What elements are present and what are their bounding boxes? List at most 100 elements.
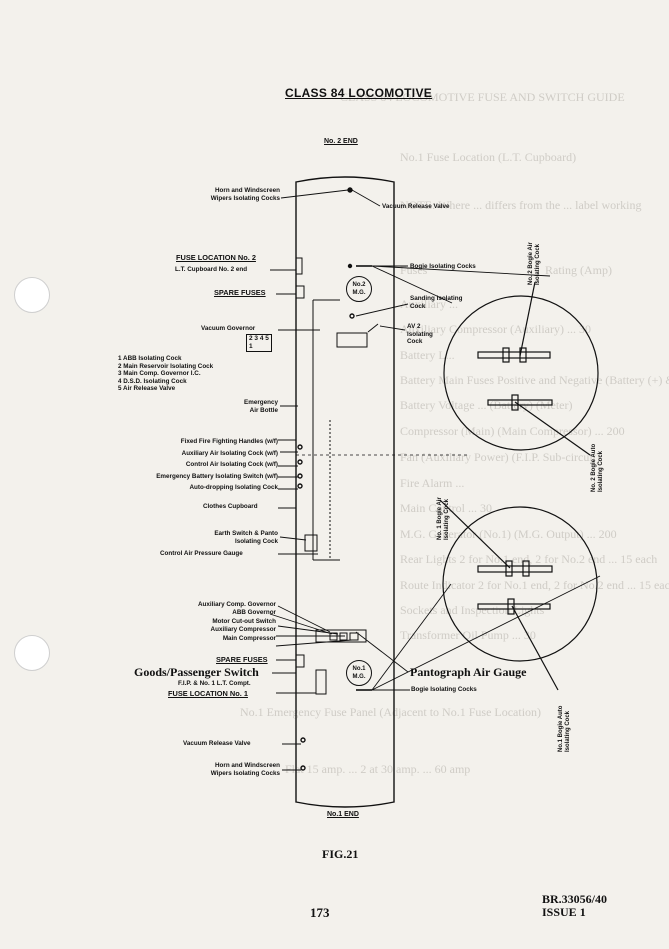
label-line: Isolating Cock bbox=[444, 498, 450, 540]
ghost-line: Rear Lights 2 for No.1 end, 2 for No.2 e… bbox=[400, 552, 658, 566]
document-reference: BR.33056/40 ISSUE 1 bbox=[542, 893, 607, 919]
label-line: Isolating bbox=[407, 330, 433, 338]
spare-fuses-bottom-label: SPARE FUSES bbox=[216, 655, 268, 664]
fip-compartment-label: F.I.P. & No. 1 L.T. Compt. bbox=[178, 680, 251, 687]
label-line: No. 2 Bogie Air bbox=[528, 242, 534, 285]
bogie-isolating-top-label: Bogie Isolating Cocks bbox=[410, 263, 476, 270]
label-line: Horn and Windscreen bbox=[214, 762, 280, 769]
binder-hole-top bbox=[14, 277, 50, 313]
binder-hole-bottom bbox=[14, 635, 50, 671]
spare-fuse-box-top bbox=[295, 285, 305, 299]
label-line: No. 2 Bogie Auto bbox=[591, 443, 597, 492]
label-line: Wipers Isolating Cocks bbox=[210, 194, 280, 202]
lt-cupboard-label: L.T. Cupboard No. 2 end bbox=[175, 266, 248, 273]
mg-number: No.2 bbox=[352, 282, 366, 288]
ghost-line: Route Indicator 2 for No.1 end, 2 for No… bbox=[400, 578, 669, 592]
list-item: Control Air Isolating Cock (w/f) bbox=[185, 461, 278, 468]
no2-bogie-detail-circle bbox=[443, 295, 599, 451]
issue-number: ISSUE 1 bbox=[542, 905, 586, 919]
numbered-cock-box: 2 3 4 5 1 bbox=[246, 334, 272, 352]
spare-fuses-top-label: SPARE FUSES bbox=[214, 288, 266, 297]
reference-number: BR.33056/40 bbox=[542, 892, 608, 906]
list-item: ABB Governor bbox=[232, 609, 276, 617]
av2-box bbox=[336, 332, 368, 348]
ghost-line: Battery L... bbox=[400, 348, 455, 362]
label-line: AV 2 bbox=[407, 323, 421, 330]
label-line: Isolating Cock bbox=[598, 450, 604, 492]
label-line: No.1 Bogie Auto bbox=[558, 705, 564, 752]
vacuum-release-top-label: Vacuum Release Valve bbox=[382, 203, 450, 210]
ghost-line: Fan (Auxiliary Power) (F.I.P. Sub-circui… bbox=[400, 450, 601, 464]
label-line: Horn and Windscreen bbox=[214, 187, 280, 194]
ghost-line: Fire Alarm ... bbox=[400, 476, 465, 490]
ghost-line: No.1 Emergency Fuse Panel (Adjacent to N… bbox=[240, 705, 542, 719]
list-item: 1 ABB Isolating Cock bbox=[118, 355, 182, 362]
list-item: 5 Air Release Valve bbox=[118, 385, 176, 393]
locomotive-body-outline bbox=[295, 176, 395, 808]
aux-group-labels: Auxiliary Comp. Governor ABB Governor Mo… bbox=[148, 601, 276, 643]
label-line: Cock bbox=[410, 302, 426, 310]
ghost-line: No.1 Fuse Location (L.T. Cupboard) bbox=[400, 150, 577, 164]
goods-passenger-switch-label: Goods/Passenger Switch bbox=[134, 665, 259, 679]
horn-wipers-top-label: Horn and Windscreen Wipers Isolating Coc… bbox=[168, 187, 280, 202]
ghost-line: Compressor (Main) (Main Compressor) ... … bbox=[400, 424, 625, 438]
list-item: Motor Cut-out Switch bbox=[212, 617, 276, 625]
sanding-isolating-label: Sanding Isolating Cock bbox=[410, 295, 462, 310]
horn-wipers-bottom-label: Horn and Windscreen Wipers Isolating Coc… bbox=[168, 762, 280, 777]
mg-number: No.1 bbox=[352, 666, 366, 672]
emergency-air-bottle-label: Emergency Air Bottle bbox=[220, 399, 278, 414]
mg-abbrev: M.G. bbox=[352, 290, 366, 296]
ghost-line: NOTE: Where ... differs from the ... lab… bbox=[400, 198, 642, 212]
ghost-line: Fuses bbox=[400, 263, 428, 277]
no2-end-label: No. 2 END bbox=[324, 138, 358, 145]
ghost-line: Main Control ... 30 bbox=[400, 501, 492, 515]
spare-fuse-box-bottom bbox=[295, 654, 305, 668]
vacuum-governor-label: Vacuum Governor bbox=[201, 325, 256, 332]
ghost-line: Battery Main Fuses Positive and Negative… bbox=[400, 373, 669, 387]
no2-bogie-auto-label: No. 2 Bogie Auto Isolating Cock bbox=[591, 444, 605, 492]
ghost-line: Flat 15 amp. ... 2 at 30 amp. ... 60 amp bbox=[285, 762, 471, 776]
list-item: 4 D.S.D. Isolating Cock bbox=[118, 377, 187, 385]
no1-bogie-detail-circle bbox=[442, 506, 598, 662]
numbered-cock-list: 1 ABB Isolating Cock 2 Main Reservoir Is… bbox=[118, 355, 213, 393]
figure-caption: FIG.21 bbox=[322, 847, 359, 861]
box-number-one: 1 bbox=[249, 343, 253, 350]
label-line: Sanding Isolating bbox=[410, 295, 463, 302]
no1-bogie-auto-label: No.1 Bogie Auto Isolating Cock bbox=[558, 706, 572, 752]
list-item: Fixed Fire Fighting Handles (w/f) bbox=[180, 438, 278, 445]
av2-isolating-label: AV 2 Isolating Cock bbox=[407, 323, 433, 346]
cock-group-labels: Fixed Fire Fighting Handles (w/f) Auxili… bbox=[68, 436, 278, 494]
list-item: Auto-dropping Isolating Cock bbox=[189, 484, 279, 491]
no1-bogie-air-label: No. 1 Bogie Air Isolating Cock bbox=[437, 497, 451, 540]
ghost-line: CLASS 84 LOCOMOTIVE FUSE AND SWITCH GUID… bbox=[340, 90, 625, 104]
label-line: Cock bbox=[407, 338, 423, 346]
list-item: 2 Main Reservoir Isolating Cock bbox=[118, 362, 214, 370]
earth-switch-label: Earth Switch & Panto Isolating Cock bbox=[172, 530, 278, 545]
label-line: Emergency bbox=[244, 399, 278, 406]
page-title: CLASS 84 LOCOMOTIVE bbox=[285, 86, 433, 100]
list-item: Auxiliary Compressor bbox=[210, 626, 276, 634]
list-item: Main Compressor bbox=[222, 634, 276, 642]
list-item: Emergency Battery Isolating Switch (w/f) bbox=[156, 472, 278, 480]
list-item: 3 Main Comp. Governor I.C. bbox=[118, 370, 201, 378]
ghost-line: Rating (Amp) bbox=[545, 263, 612, 277]
clothes-cupboard-label: Clothes Cupboard bbox=[203, 503, 258, 510]
no2-bogie-air-label: No. 2 Bogie Air Isolating Cock bbox=[528, 242, 542, 285]
list-item: Auxiliary Comp. Governor bbox=[197, 601, 276, 608]
list-item: Auxiliary Air Isolating Cock (w/f) bbox=[181, 449, 278, 457]
ghost-line: Battery Voltage ... (Battery) (Meter) bbox=[400, 398, 573, 412]
pantograph-air-gauge-label: Pantograph Air Gauge bbox=[410, 665, 527, 679]
label-line: Isolating Cock bbox=[535, 243, 541, 285]
ghost-line: Auxiliary ... bbox=[400, 297, 458, 311]
ghost-line: Transformer Oil Pump ... 30 bbox=[400, 628, 536, 642]
page-number: 173 bbox=[310, 905, 330, 920]
label-line: No. 1 Bogie Air bbox=[437, 497, 443, 540]
control-air-gauge-label: Control Air Pressure Gauge bbox=[160, 550, 243, 557]
label-line: Isolating Cock bbox=[234, 537, 278, 545]
no1-end-label: No.1 END bbox=[327, 811, 359, 818]
label-line: Earth Switch & Panto bbox=[214, 530, 278, 537]
